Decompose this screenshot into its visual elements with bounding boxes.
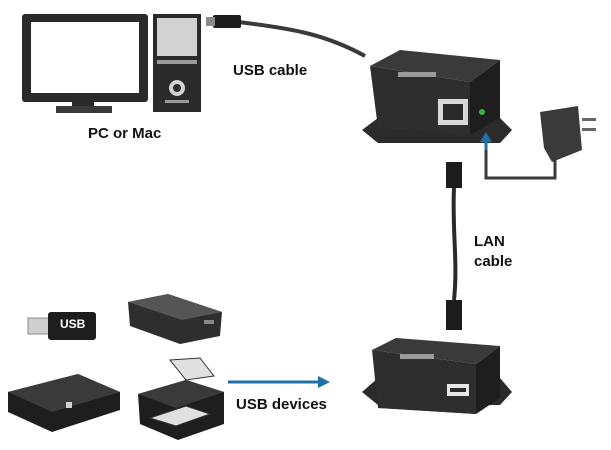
printer-icon xyxy=(138,357,224,440)
scanner-icon xyxy=(8,374,120,432)
usb-cable-label: USB cable xyxy=(233,62,308,79)
pc-tower-icon xyxy=(153,14,201,112)
lan-cable-label-line1: LAN xyxy=(474,233,505,250)
usb-devices-label: USB devices xyxy=(236,396,327,413)
transmitter-unit-icon xyxy=(362,50,512,143)
lan-cable-icon xyxy=(446,162,462,330)
usb-stick-icon xyxy=(27,312,96,340)
usb-stick-label: USB xyxy=(60,317,86,331)
lan-cable-label: LAN cable xyxy=(474,232,512,272)
receiver-unit-icon xyxy=(362,338,512,414)
pc-or-mac-label: PC or Mac xyxy=(88,125,162,142)
external-drive-icon xyxy=(128,294,222,344)
usb-cable-icon xyxy=(206,15,366,58)
power-adapter-icon xyxy=(484,106,596,180)
power-arrow-icon xyxy=(480,132,492,150)
lan-cable-label-line2: cable xyxy=(474,253,513,270)
devices-arrow-icon xyxy=(228,376,330,388)
monitor-icon xyxy=(22,14,148,113)
